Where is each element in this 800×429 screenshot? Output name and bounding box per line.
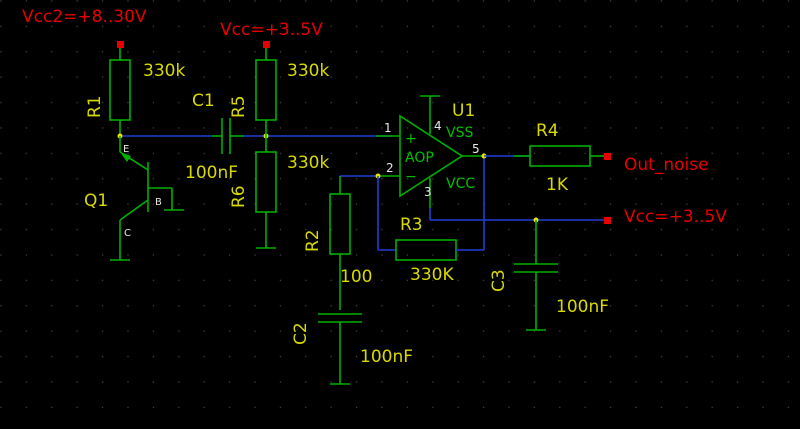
opamp-label: AOP (405, 150, 434, 166)
r5-value: 330k (287, 61, 329, 81)
c1-label: C1 (192, 91, 215, 111)
c3-value: 100nF (556, 297, 609, 317)
r4-value: 1K (546, 175, 569, 195)
r6-label: R6 (229, 185, 249, 208)
opamp-pin3: 3 (424, 185, 432, 199)
c1-value: 100nF (185, 163, 238, 183)
opamp-vcc: VCC (446, 176, 475, 192)
vcc-right-label: Vcc=+3..5V (624, 207, 727, 227)
r5-label: R5 (229, 95, 249, 118)
r1-label: R1 (85, 95, 105, 118)
opamp-pin1: 1 (384, 121, 392, 135)
out-terminal (604, 153, 611, 160)
opamp-pin2: 2 (386, 161, 394, 175)
q1-base-label: B (155, 197, 162, 208)
q1-label: Q1 (84, 191, 108, 211)
r2-resistor[interactable] (329, 176, 351, 310)
r4-label: R4 (536, 121, 559, 141)
out-noise-label: Out_noise (624, 155, 709, 175)
r1-value: 330k (143, 61, 185, 81)
vcc-top-terminal (263, 41, 270, 48)
c1-capacitor[interactable] (212, 118, 244, 154)
r5-resistor[interactable] (255, 41, 277, 136)
c3-capacitor[interactable] (514, 220, 558, 331)
c2-capacitor[interactable] (318, 313, 362, 385)
u1-label: U1 (452, 101, 475, 121)
vcc-top-label: Vcc=+3..5V (220, 20, 323, 40)
vcc2-terminal (117, 41, 124, 48)
opamp-plus: + (405, 131, 417, 147)
r2-value: 100 (340, 267, 372, 287)
r3-value: 330K (410, 265, 454, 285)
r6-value: 330k (287, 153, 329, 173)
r3-label: R3 (400, 215, 423, 235)
opamp-vss: VSS (446, 125, 473, 141)
q1-transistor[interactable] (110, 136, 184, 261)
vcc-right-terminal (604, 217, 611, 224)
c2-label: C2 (291, 322, 311, 345)
q1-collector-label: C (124, 228, 131, 239)
r2-label: R2 (303, 229, 323, 252)
opamp-pin5: 5 (472, 142, 480, 156)
c3-label: C3 (489, 269, 509, 292)
vcc2-label: Vcc2=+8..30V (22, 7, 147, 27)
opamp-minus: − (405, 169, 417, 185)
r4-resistor[interactable] (514, 145, 611, 167)
c2-value: 100nF (360, 347, 413, 367)
opamp-pin4: 4 (434, 119, 442, 133)
q1-emitter-label: E (123, 144, 129, 155)
r1-resistor[interactable] (109, 41, 131, 136)
r6-resistor[interactable] (255, 136, 277, 249)
